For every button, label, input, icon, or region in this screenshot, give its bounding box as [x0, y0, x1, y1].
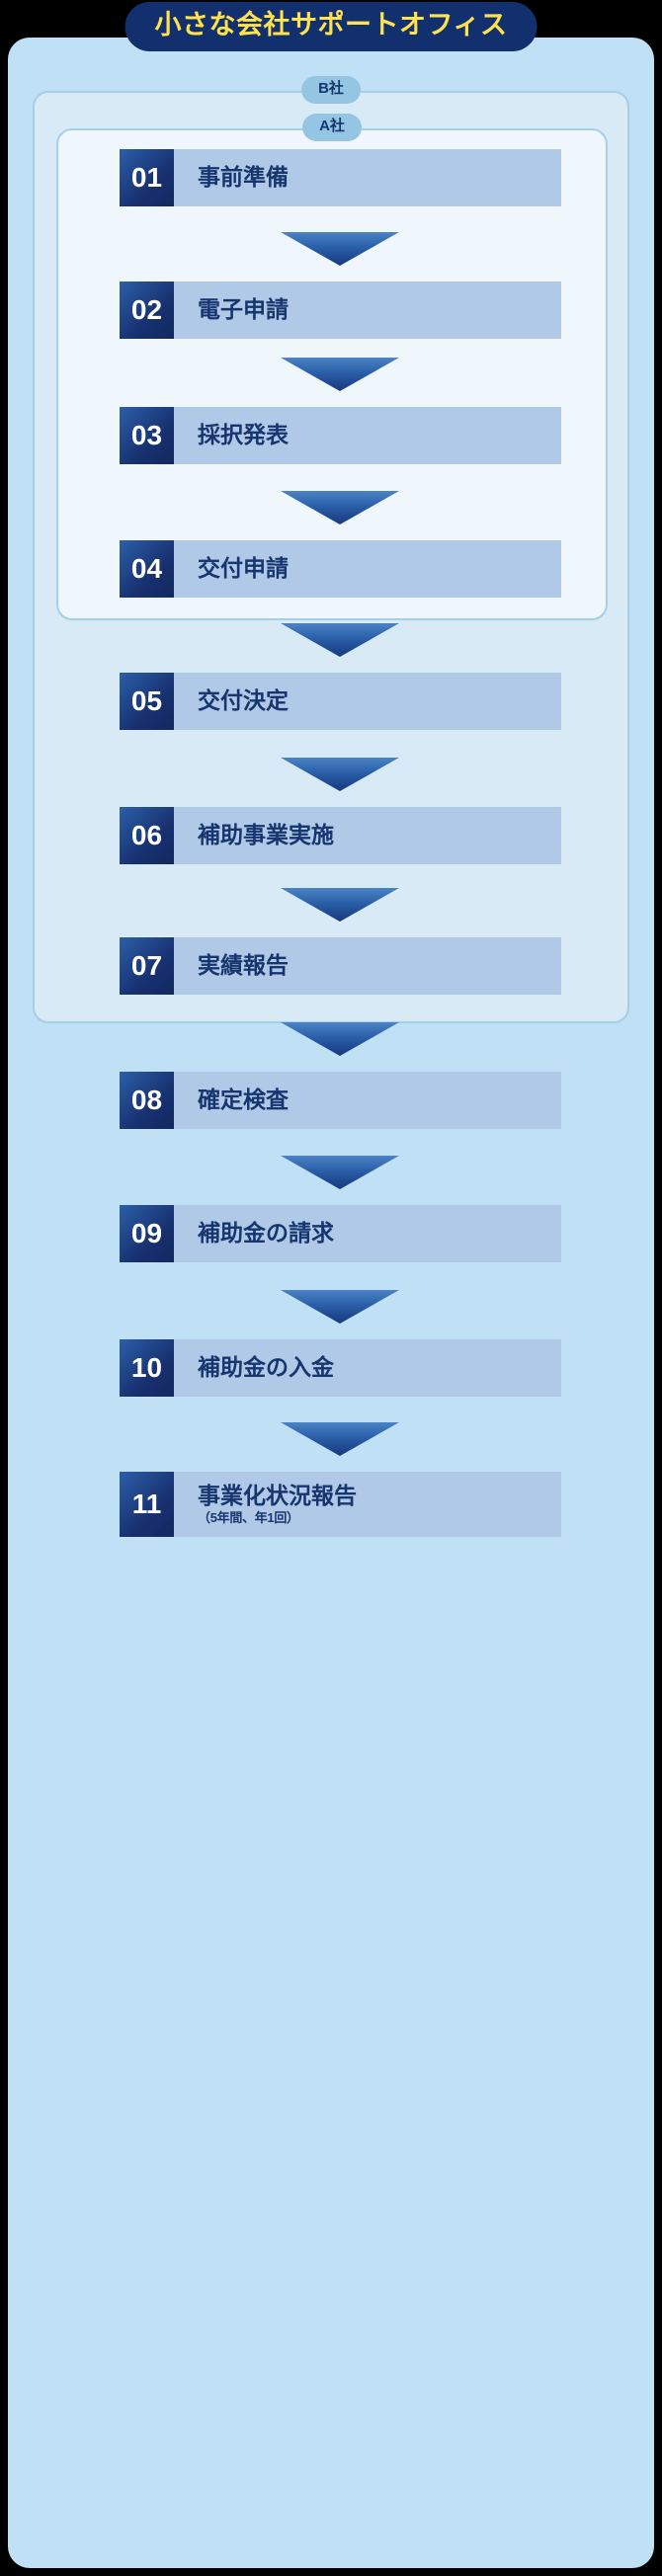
step-label: 採択発表	[174, 407, 561, 464]
step-number: 03	[120, 407, 174, 464]
step-label: 補助金の請求	[174, 1205, 561, 1262]
step-label-text: 補助金の入金	[198, 1354, 334, 1381]
container-company-a: A社	[56, 114, 608, 620]
page-title: 小さな会社サポートオフィス	[124, 2, 538, 51]
step-label: 実績報告	[174, 937, 561, 995]
step-number: 05	[120, 673, 174, 730]
step-row: 10 補助金の入金	[120, 1339, 561, 1397]
step-label-text: 交付決定	[198, 687, 289, 714]
flow-arrow	[281, 1422, 399, 1456]
step-row: 03 採択発表	[120, 407, 561, 464]
step-number: 02	[120, 282, 174, 339]
step-number: 07	[120, 937, 174, 995]
step-label: 補助金の入金	[174, 1339, 561, 1397]
step-row: 02 電子申請	[120, 282, 561, 339]
step-label-text: 事業化状況報告	[198, 1483, 357, 1509]
step-number: 10	[120, 1339, 174, 1397]
step-row: 04 交付申請	[120, 540, 561, 598]
step-sublabel-text: （5年間、年1回）	[198, 1510, 299, 1526]
step-row: 05 交付決定	[120, 673, 561, 730]
step-label: 交付申請	[174, 540, 561, 598]
step-label: 確定検査	[174, 1072, 561, 1129]
step-label-text: 確定検査	[198, 1087, 289, 1113]
step-row: 08 確定検査	[120, 1072, 561, 1129]
step-label-text: 補助金の請求	[198, 1220, 334, 1247]
step-number: 09	[120, 1205, 174, 1262]
step-label: 電子申請	[174, 282, 561, 339]
step-number: 04	[120, 540, 174, 598]
step-label-text: 補助事業実施	[198, 822, 334, 848]
flow-arrow	[281, 1290, 399, 1324]
step-number: 08	[120, 1072, 174, 1129]
step-label: 事業化状況報告（5年間、年1回）	[174, 1472, 561, 1537]
step-label: 事前準備	[174, 149, 561, 206]
step-number: 06	[120, 807, 174, 864]
flow-arrow	[281, 1156, 399, 1189]
step-label: 交付決定	[174, 673, 561, 730]
step-row: 01 事前準備	[120, 149, 561, 206]
step-label-text: 電子申請	[198, 296, 289, 323]
diagram-card: B社 A社 01 事前準備 02 電子申請 03 採択発表 04 交付申請 05 交付決定 06 補助…	[8, 38, 654, 2568]
step-row: 07 実績報告	[120, 937, 561, 995]
company-tag-a: A社	[302, 114, 362, 141]
step-label-text: 交付申請	[198, 555, 289, 582]
company-tag-b: B社	[301, 76, 361, 104]
step-label-text: 事前準備	[198, 164, 289, 191]
step-number: 11	[120, 1472, 174, 1537]
step-number: 01	[120, 149, 174, 206]
step-label-text: 採択発表	[198, 422, 289, 448]
step-label: 補助事業実施	[174, 807, 561, 864]
step-row: 09 補助金の請求	[120, 1205, 561, 1262]
flow-arrow	[281, 1022, 399, 1056]
step-row: 06 補助事業実施	[120, 807, 561, 864]
step-label-text: 実績報告	[198, 952, 289, 979]
